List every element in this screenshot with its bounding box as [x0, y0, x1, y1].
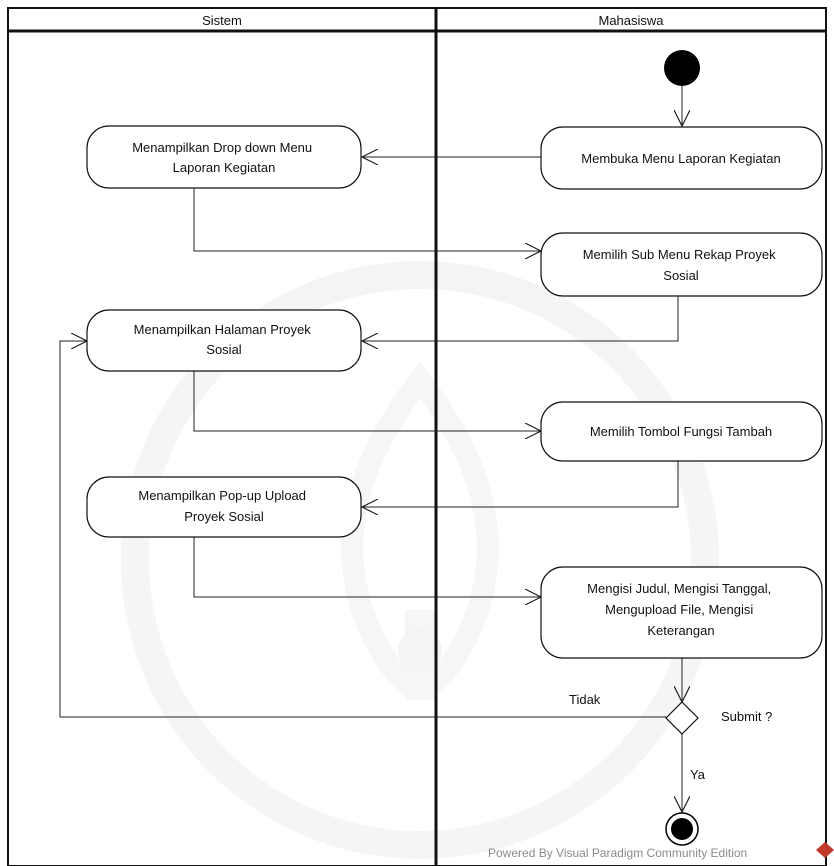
activity-label-line: Mengisi Judul, Mengisi Tanggal, [587, 581, 771, 596]
svg-text:Memilih Tombol Fungsi Tambah: Memilih Tombol Fungsi Tambah [590, 424, 772, 439]
activity-menampilkan-halaman: Menampilkan Halaman Proyek Sosial [86, 309, 362, 372]
activity-label-line: Mengupload File, Mengisi [605, 602, 753, 617]
activity-label-line: Sosial [206, 342, 242, 357]
edge-a5-to-a6 [362, 461, 679, 507]
decision-question: Submit ? [721, 709, 772, 724]
activity-label-line: Proyek Sosial [184, 509, 264, 524]
edge-a4-to-a5 [193, 371, 541, 431]
activity-label-line: Membuka Menu Laporan Kegiatan [581, 151, 780, 166]
edge-decision-no-to-a4 [59, 341, 666, 718]
activity-memilih-sub-menu: Memilih Sub Menu Rekap Proyek Sosial [540, 232, 823, 297]
decision-node [665, 701, 699, 735]
lane-title-sistem: Sistem [202, 13, 242, 28]
activity-menampilkan-popup: Menampilkan Pop-up Upload Proyek Sosial [86, 476, 362, 538]
edge-a3-to-a4 [362, 296, 679, 341]
activity-mengisi-form: Mengisi Judul, Mengisi Tanggal, Menguplo… [540, 566, 823, 659]
visual-paradigm-logo-icon [816, 842, 834, 858]
flow-edges [59, 86, 682, 812]
edge-a6-to-a7 [193, 537, 541, 597]
edge-a1-to-a3 [193, 188, 541, 251]
swimlane-frame [7, 7, 827, 866]
activity-label-line: Menampilkan Drop down Menu [132, 140, 312, 155]
activity-memilih-tombol: Memilih Tombol Fungsi Tambah [540, 401, 823, 462]
lane-title-mahasiswa: Mahasiswa [598, 13, 664, 28]
activity-label-line: Memilih Sub Menu Rekap Proyek [583, 247, 776, 262]
activity-label-line: Keterangan [647, 623, 714, 638]
decision-yes-label: Ya [690, 767, 706, 782]
svg-text:Menampilkan Drop down Menu: Menampilkan Drop down Menu Laporan Kegia… [132, 140, 316, 175]
activity-label-line: Laporan Kegiatan [173, 160, 276, 175]
svg-text:Menampilkan Pop-up Upload: Menampilkan Pop-up Upload Proyek Sosial [138, 488, 309, 524]
activity-label-line: Memilih Tombol Fungsi Tambah [590, 424, 772, 439]
end-node [665, 812, 699, 846]
svg-text:Menampilkan Halaman Proyek: Menampilkan Halaman Proyek Sosial [134, 322, 315, 357]
activity-label-line: Menampilkan Pop-up Upload [138, 488, 306, 503]
svg-text:Memilih Sub Menu Rekap Proyek: Memilih Sub Menu Rekap Proyek Sosial [583, 247, 780, 283]
footer-powered-by: Powered By Visual Paradigm Community Edi… [488, 846, 747, 860]
svg-text:Membuka Menu Laporan Kegiatan: Membuka Menu Laporan Kegiatan [581, 151, 780, 166]
activity-membuka-menu: Membuka Menu Laporan Kegiatan [540, 126, 823, 190]
watermark-logo [121, 261, 719, 859]
activity-label-line: Sosial [663, 268, 699, 283]
activity-menampilkan-dropdown: Menampilkan Drop down Menu Laporan Kegia… [86, 125, 362, 189]
activity-label-line: Menampilkan Halaman Proyek [134, 322, 312, 337]
decision-no-label: Tidak [569, 692, 601, 707]
start-node [664, 50, 700, 86]
svg-text:Mengisi Judul, Mengisi Tanggal: Mengisi Judul, Mengisi Tanggal, Menguplo… [587, 581, 775, 638]
